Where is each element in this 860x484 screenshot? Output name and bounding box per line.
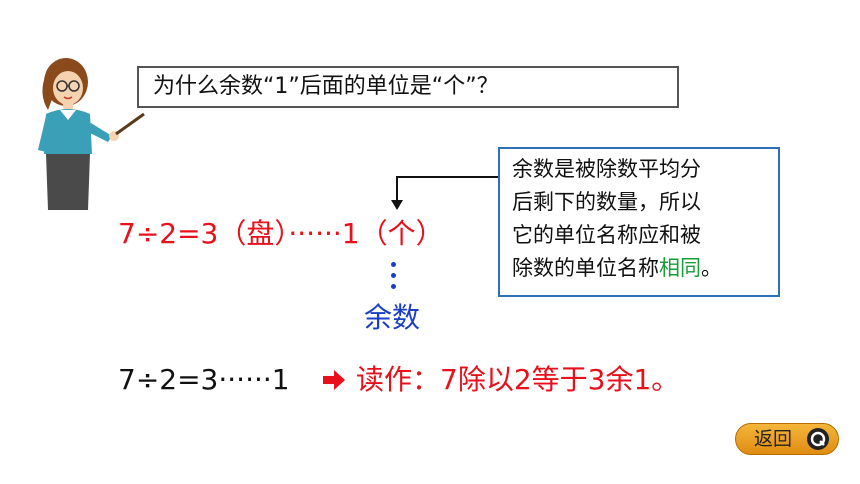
note-highlight: 相同 (659, 256, 701, 280)
note-line-3: 它的单位名称应和被 (512, 223, 701, 247)
teacher-illustration (38, 58, 145, 210)
pointer-line-vertical (396, 176, 398, 202)
pointer-arrow-icon (391, 200, 403, 210)
question-box: 为什么余数“1”后面的单位是“个”？ (137, 66, 679, 108)
note-line-4-suffix: 。 (701, 256, 722, 280)
pointer-line-horizontal (396, 176, 498, 178)
note-line-1: 余数是被除数平均分 (512, 157, 701, 181)
arrow-right-icon (323, 370, 345, 390)
note-line-4: 除数的单位名称相同。 (512, 252, 768, 285)
explanation-note: 余数是被除数平均分 后剩下的数量，所以 它的单位名称应和被 除数的单位名称相同。 (498, 147, 780, 297)
equation-with-units: 7÷2=3（盘）······1（个） (118, 217, 444, 250)
back-button-label: 返回 (754, 428, 793, 450)
equation-plain: 7÷2=3······1 (118, 363, 290, 396)
note-line-4-prefix: 除数的单位名称 (512, 256, 659, 280)
q-circle-icon (807, 428, 829, 450)
back-button[interactable]: 返回 (735, 423, 839, 455)
note-line-2: 后剩下的数量，所以 (512, 190, 701, 214)
read-as-text: 读作：7除以2等于3余1。 (356, 363, 680, 396)
vertical-ellipsis-icon (391, 262, 397, 295)
remainder-label: 余数 (364, 301, 421, 334)
